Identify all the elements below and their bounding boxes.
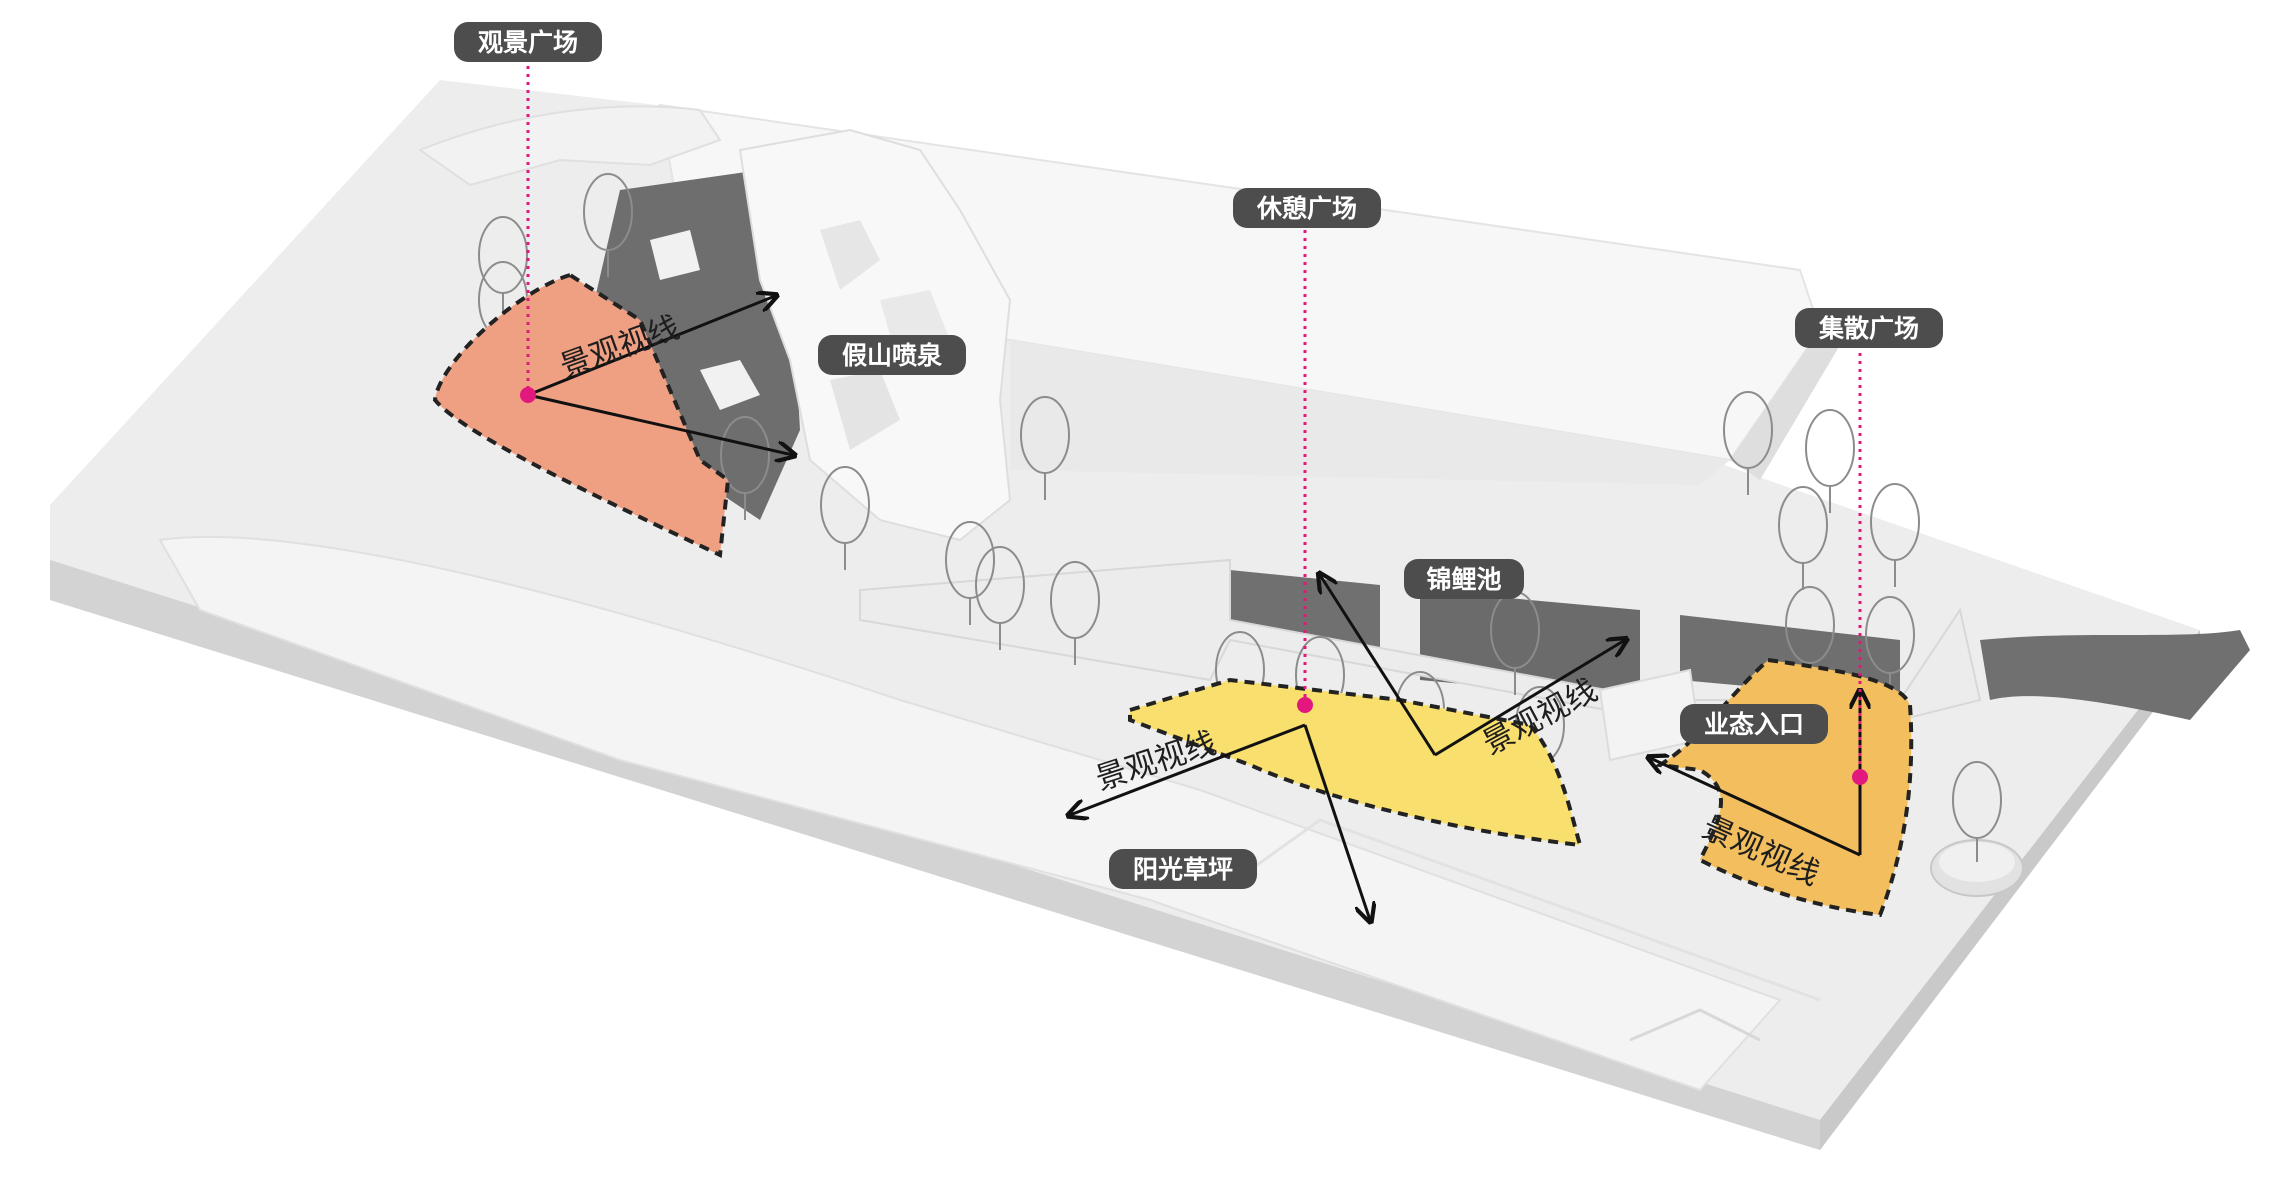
sightline-arrow xyxy=(1320,575,1437,756)
sightline-arrow xyxy=(527,393,793,455)
label-rockery-fountain: 假山喷泉 xyxy=(818,335,966,375)
boardwalk xyxy=(859,558,1982,721)
label-koi-pond-text: 锦鲤池 xyxy=(1426,565,1501,594)
sightline-arrow xyxy=(1303,724,1370,920)
label-sunny-lawn-text: 阳光草坪 xyxy=(1133,855,1233,884)
zone-rest-plaza xyxy=(1128,677,1583,848)
sightline-arrow xyxy=(1434,640,1625,757)
water-left-pond xyxy=(590,170,800,520)
label-viewing-plaza-text: 观景广场 xyxy=(478,28,578,57)
leader-dots xyxy=(520,387,1868,785)
sightline-arrow xyxy=(527,296,775,397)
sightline-arrow xyxy=(1650,758,1861,857)
left-terrace xyxy=(417,105,722,187)
sightlines xyxy=(527,296,1861,920)
leader-lines xyxy=(526,58,1862,777)
label-gathering-plaza: 集散广场 xyxy=(1795,308,1943,348)
label-gathering-plaza-text: 集散广场 xyxy=(1818,314,1919,343)
water-right-channel xyxy=(1980,630,2250,720)
label-commercial-entrance-text: 业态入口 xyxy=(1704,710,1804,739)
label-rest-plaza: 休憩广场 xyxy=(1233,188,1381,228)
label-viewing-plaza: 观景广场 xyxy=(454,22,602,62)
zone-viewing-plaza xyxy=(432,272,731,559)
sightline-arrow xyxy=(1070,723,1306,815)
label-rest-plaza-text: 休憩广场 xyxy=(1256,194,1357,223)
label-koi-pond: 锦鲤池 xyxy=(1404,559,1524,599)
road-band xyxy=(158,535,1821,1092)
label-commercial-entrance: 业态入口 xyxy=(1680,704,1828,744)
label-sunny-lawn: 阳光草坪 xyxy=(1109,849,1257,889)
label-rockery-fountain-text: 假山喷泉 xyxy=(842,341,942,370)
